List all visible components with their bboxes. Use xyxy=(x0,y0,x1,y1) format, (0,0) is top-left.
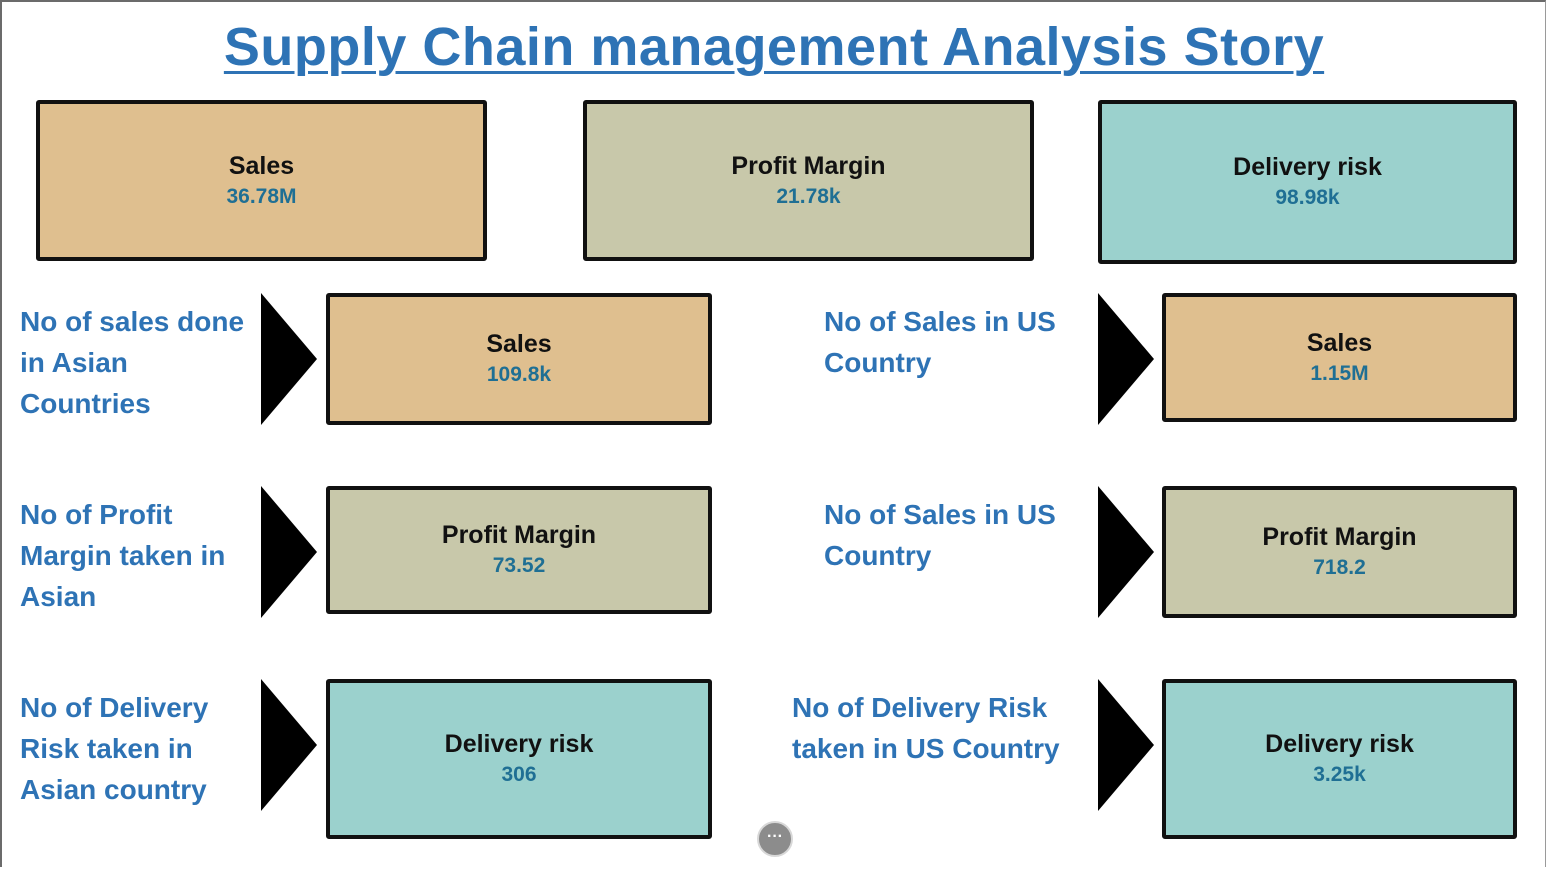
asian-profit-card[interactable]: Profit Margin 73.52 xyxy=(326,486,712,614)
asian-profit-arrow-icon xyxy=(261,486,317,618)
more-options-button[interactable]: ··· xyxy=(757,821,793,857)
card-value: 718.2 xyxy=(1313,556,1366,579)
us-delivery-description: No of Delivery Risk taken in US Country xyxy=(792,692,1060,764)
asian-delivery-arrow-icon xyxy=(261,679,317,811)
us-delivery-arrow-icon xyxy=(1098,679,1154,811)
card-label: Profit Margin xyxy=(731,151,886,180)
more-horizontal-icon: ··· xyxy=(767,828,783,845)
card-value: 3.25k xyxy=(1313,763,1366,786)
card-label: Sales xyxy=(228,151,295,180)
card-label: Profit Margin xyxy=(1262,523,1417,551)
card-label: Sales xyxy=(486,330,552,358)
page-title: Supply Chain management Analysis Story xyxy=(223,17,1325,77)
us-sales-card[interactable]: Sales 1.15M xyxy=(1162,293,1517,422)
card-value: 36.78M xyxy=(226,184,297,208)
us-profit-description: No of Sales in US Country xyxy=(824,499,1056,571)
asian-profit-description: No of Profit Margin taken in Asian xyxy=(20,499,226,612)
asian-delivery-description: No of Delivery Risk taken in Asian count… xyxy=(20,692,209,805)
asian-sales-description: No of sales done in Asian Countries xyxy=(20,306,245,419)
summary-profit-card[interactable]: Profit Margin 21.78k xyxy=(583,100,1034,261)
card-value: 21.78k xyxy=(776,184,841,208)
asian-delivery-card[interactable]: Delivery risk 306 xyxy=(326,679,712,839)
summary-delivery-card[interactable]: Delivery risk 98.98k xyxy=(1098,100,1517,264)
card-label: Delivery risk xyxy=(1233,153,1382,181)
summary-sales-card[interactable]: Sales 36.78M xyxy=(36,100,487,261)
asian-sales-arrow-icon xyxy=(261,293,317,425)
us-delivery-card[interactable]: Delivery risk 3.25k xyxy=(1162,679,1517,839)
card-label: Profit Margin xyxy=(441,521,597,549)
us-sales-description: No of Sales in US Country xyxy=(824,306,1056,378)
us-sales-arrow-icon xyxy=(1098,293,1154,425)
us-profit-card[interactable]: Profit Margin 718.2 xyxy=(1162,486,1517,618)
card-label: Delivery risk xyxy=(444,730,594,758)
us-profit-arrow-icon xyxy=(1098,486,1154,618)
card-value: 306 xyxy=(501,763,537,786)
asian-sales-card[interactable]: Sales 109.8k xyxy=(326,293,712,425)
card-label: Delivery risk xyxy=(1265,730,1414,758)
card-value: 109.8k xyxy=(486,363,552,386)
card-value: 98.98k xyxy=(1275,186,1340,209)
card-value: 1.15M xyxy=(1310,361,1369,385)
card-value: 73.52 xyxy=(492,554,546,577)
card-label: Sales xyxy=(1306,328,1373,357)
